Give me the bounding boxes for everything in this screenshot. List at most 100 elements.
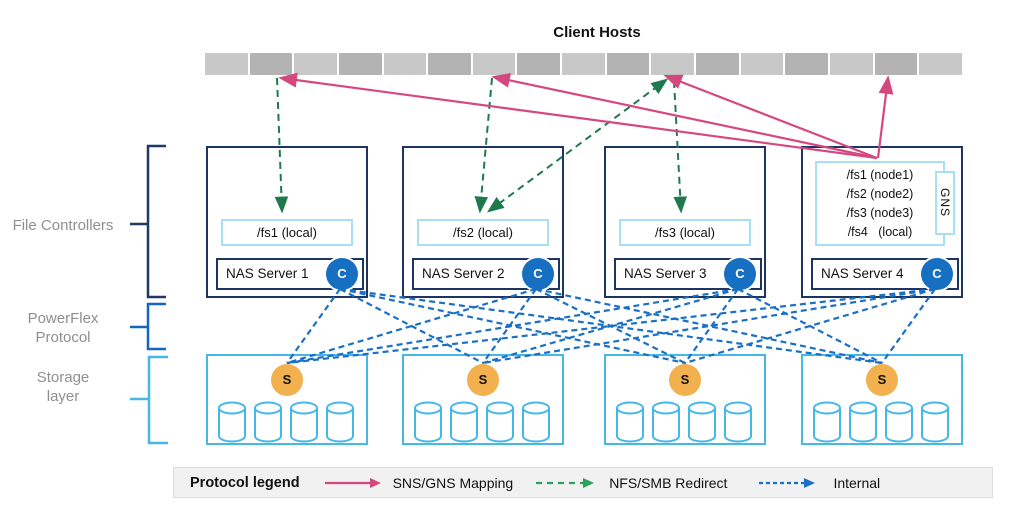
disk-cylinder-icon xyxy=(414,401,442,443)
controller-badge: C xyxy=(326,258,358,290)
disk-cylinder-icon xyxy=(688,401,716,443)
fs-local-box: /fs1 (local) xyxy=(221,219,353,246)
legend-title: Protocol legend xyxy=(190,474,300,491)
storage-badge: S xyxy=(271,364,303,396)
client-host-block xyxy=(472,53,516,75)
internal-link-line xyxy=(684,288,739,364)
powerflex-label-line1: PowerFlex xyxy=(27,310,99,327)
client-host-block xyxy=(517,53,561,75)
storage-badge: S xyxy=(467,364,499,396)
gns-tab: GNS xyxy=(935,171,955,235)
storage-node-box: S xyxy=(801,354,963,445)
disk-cylinder-icon xyxy=(652,401,680,443)
client-hosts-title: Client Hosts xyxy=(553,24,641,41)
client-host-block xyxy=(428,53,471,75)
internal-link-line xyxy=(482,288,537,364)
internal-link-line xyxy=(482,287,936,365)
disk-cylinder-icon xyxy=(254,401,282,443)
storage-badge: S xyxy=(866,364,898,396)
internal-link-line xyxy=(881,288,936,364)
nas-server-box: /fs1 (node1) /fs2 (node2) /fs3 (node3) /fs4… xyxy=(801,146,963,298)
disk-row xyxy=(217,401,355,443)
disk-cylinder-icon xyxy=(849,401,877,443)
disk-cylinder-icon xyxy=(218,401,246,443)
internal-link-line xyxy=(684,287,936,365)
disk-cylinder-icon xyxy=(326,401,354,443)
disk-cylinder-icon xyxy=(724,401,752,443)
file-controllers-label-text: File Controllers xyxy=(12,217,114,234)
client-hosts-strip xyxy=(205,53,962,75)
disk-cylinder-icon xyxy=(522,401,550,443)
powerflex-label-line2: Protocol xyxy=(35,329,91,346)
fs-list-box: /fs1 (node1) /fs2 (node2) /fs3 (node3) /fs4… xyxy=(815,161,945,246)
storage-layer-bracket xyxy=(130,355,168,445)
client-host-block xyxy=(205,53,248,75)
fs-local-box: /fs2 (local) xyxy=(417,219,549,246)
internal-link-line xyxy=(286,287,537,365)
disk-row xyxy=(615,401,753,443)
internal-mesh-lines xyxy=(286,287,936,365)
internal-link-line xyxy=(339,288,484,364)
controller-badge: C xyxy=(522,258,554,290)
protocol-legend: Protocol legend SNS/GNS Mapping NFS/SMB … xyxy=(173,467,993,498)
legend-internal-label: Internal xyxy=(833,474,881,491)
internal-link-line xyxy=(339,287,883,365)
internal-link-line xyxy=(737,288,883,364)
client-host-block xyxy=(785,53,828,75)
fs-list-entry: /fs1 (node1) xyxy=(846,168,914,182)
storage-label-line1: Storage xyxy=(36,369,90,386)
sns-gns-arrows xyxy=(278,72,894,160)
client-host-block xyxy=(696,53,739,75)
storage-layer-label: Storage layer xyxy=(0,368,126,406)
fs-local-box: /fs3 (local) xyxy=(619,219,751,246)
client-host-block xyxy=(562,53,605,75)
disk-cylinder-icon xyxy=(486,401,514,443)
disk-cylinder-icon xyxy=(813,401,841,443)
client-host-block xyxy=(383,53,427,75)
internal-link-line xyxy=(535,287,883,365)
internal-arrow-icon xyxy=(759,477,816,488)
storage-node-box: S xyxy=(402,354,564,445)
storage-badge: S xyxy=(669,364,701,396)
legend-sns-gns-label: SNS/GNS Mapping xyxy=(392,474,514,491)
nfs-smb-redirect-arrow-icon xyxy=(536,477,595,488)
client-host-block xyxy=(740,53,784,75)
disk-row xyxy=(812,401,950,443)
sns-gns-mapping-arrow xyxy=(278,72,878,160)
file-controllers-label: File Controllers xyxy=(0,216,126,235)
powerflex-protocol-bracket xyxy=(130,302,166,351)
client-host-block xyxy=(338,53,382,75)
sns-gns-mapping-arrow-icon xyxy=(324,477,381,488)
disk-cylinder-icon xyxy=(921,401,949,443)
disk-cylinder-icon xyxy=(616,401,644,443)
storage-node-box: S xyxy=(604,354,766,445)
internal-link-line xyxy=(286,288,341,364)
controller-badge: C xyxy=(724,258,756,290)
internal-link-line xyxy=(482,287,739,365)
disk-cylinder-icon xyxy=(290,401,318,443)
client-host-block xyxy=(651,53,695,75)
internal-link-line xyxy=(286,287,936,365)
fs-list-entry: /fs2 (node2) xyxy=(846,187,914,201)
client-host-block xyxy=(294,53,337,75)
file-controllers-bracket xyxy=(130,144,166,299)
client-host-block xyxy=(249,53,293,75)
internal-link-line xyxy=(535,288,686,364)
internal-link-line xyxy=(286,287,739,365)
disk-cylinder-icon xyxy=(450,401,478,443)
client-host-block xyxy=(919,53,962,75)
client-host-block xyxy=(606,53,650,75)
storage-node-box: S xyxy=(206,354,368,445)
client-host-block xyxy=(829,53,873,75)
legend-redirect-label: NFS/SMB Redirect xyxy=(609,474,728,491)
powerflex-protocol-label: PowerFlex Protocol xyxy=(0,309,126,347)
internal-link-line xyxy=(339,287,686,365)
fs-list-entry: /fs3 (node3) xyxy=(846,206,914,220)
disk-row xyxy=(413,401,551,443)
fs-list-entry: /fs4 (local) xyxy=(847,225,913,239)
storage-label-line2: layer xyxy=(46,388,80,405)
disk-cylinder-icon xyxy=(885,401,913,443)
